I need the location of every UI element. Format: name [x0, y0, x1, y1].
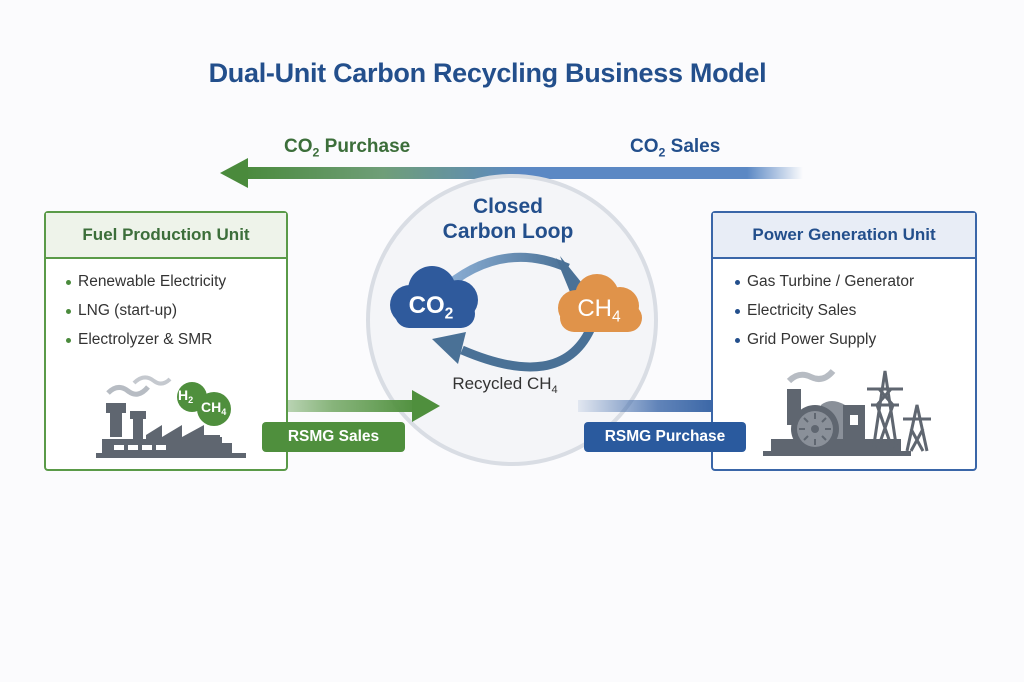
loop-arrow-bottom	[432, 327, 595, 372]
ch4-badge: CH4	[201, 399, 227, 418]
list-item: Electrolyzer & SMR	[66, 329, 286, 358]
ch4-cloud-label: CH4	[577, 295, 621, 326]
closed-loop-circle	[366, 174, 658, 466]
list-item: Gas Turbine / Generator	[735, 271, 975, 300]
list-item: Grid Power Supply	[735, 329, 975, 358]
page-title: Dual-Unit Carbon Recycling Business Mode…	[208, 58, 767, 88]
fuel-unit-list: Renewable Electricity LNG (start-up) Ele…	[46, 259, 286, 358]
fuel-production-unit: Fuel Production Unit Renewable Electrici…	[44, 211, 288, 471]
bullet-icon	[735, 338, 740, 343]
co2-purchase-label: CO2 Purchase	[284, 136, 411, 160]
rsmg-sales-tag: RSMG Sales	[262, 422, 405, 452]
h2-badge: H2	[178, 387, 194, 406]
bullet-icon	[735, 309, 740, 314]
power-plant-icon	[763, 368, 931, 456]
power-unit-title: Power Generation Unit	[713, 213, 975, 259]
co2-cloud-label: CO2	[408, 292, 454, 323]
bullet-icon	[66, 309, 71, 314]
power-generation-unit: Power Generation Unit Gas Turbine / Gene…	[711, 211, 977, 471]
closed-loop-title: Closed Carbon Loop	[442, 195, 574, 243]
co2-flow-arrow	[220, 158, 803, 188]
co2-sales-label: CO2 Sales	[630, 136, 721, 160]
bullet-icon	[66, 338, 71, 343]
list-item: Renewable Electricity	[66, 271, 286, 300]
bullet-icon	[735, 280, 740, 285]
bullet-icon	[66, 280, 71, 285]
factory-icon	[96, 375, 246, 458]
ch4-cloud-icon	[558, 274, 642, 332]
power-unit-list: Gas Turbine / Generator Electricity Sale…	[713, 259, 975, 358]
rsmg-purchase-tag: RSMG Purchase	[584, 422, 746, 452]
list-item: Electricity Sales	[735, 300, 975, 329]
list-item: LNG (start-up)	[66, 300, 286, 329]
fuel-unit-title: Fuel Production Unit	[46, 213, 286, 259]
recycled-ch4-label: Recycled CH4	[452, 374, 558, 396]
co2-cloud-icon	[390, 266, 478, 328]
